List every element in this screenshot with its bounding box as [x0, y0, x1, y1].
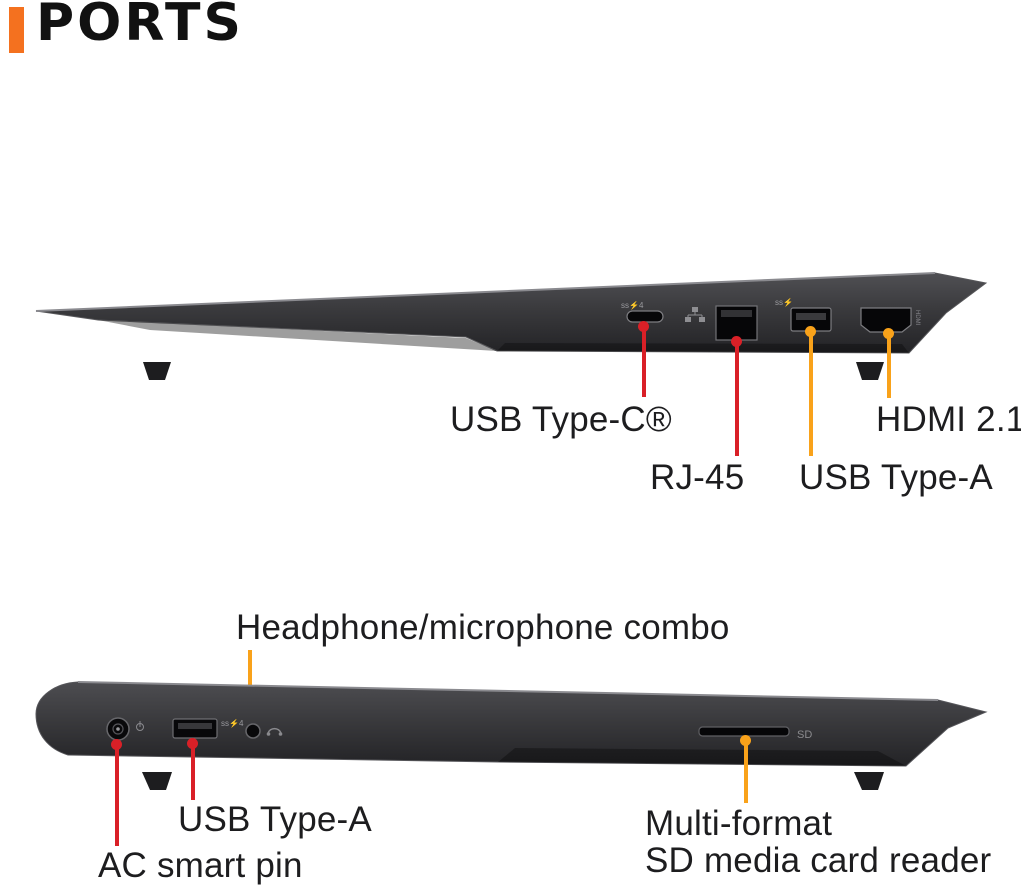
underside-shadow: [98, 320, 497, 351]
laptop-right-side-view: ss⚡4 ss⚡ HDMI: [35, 272, 988, 380]
usb-a-port: [172, 718, 218, 739]
ac-pin-port: [106, 717, 130, 741]
lid-edge-highlight: [77, 681, 939, 701]
usb-c-marking: ss⚡4: [621, 300, 644, 310]
usb-c-label: USB Type-C®: [450, 400, 672, 439]
ac-pin-callout-dot: [111, 739, 122, 750]
headphone-combo-callout-line: [248, 650, 252, 698]
hdmi-callout-dot: [883, 328, 894, 339]
rj45-callout-dot: [731, 336, 742, 347]
headset-icon: [266, 727, 283, 736]
laptop-foot: [856, 362, 884, 380]
accent-bar: [9, 7, 24, 53]
hdmi-callout-line: [887, 338, 891, 398]
usb-a-left-callout-dot: [187, 738, 198, 749]
sd-callout-dot: [740, 735, 751, 746]
usb-a-right-callout-dot: [805, 326, 816, 337]
laptop-body: [35, 272, 988, 354]
laptop-foot: [142, 772, 172, 790]
usb-a-marking: ss⚡: [775, 297, 793, 307]
page-title: PORTS: [36, 0, 244, 53]
laptop-foot: [854, 772, 884, 790]
hdmi-label: HDMI 2.1: [876, 400, 1021, 439]
sd-marking: SD: [797, 729, 812, 741]
ac-pin-label: AC smart pin: [98, 846, 303, 885]
ac-pin-callout-line: [115, 749, 119, 846]
rj45-port: [715, 305, 758, 341]
dc-in-icon: [136, 721, 144, 731]
usb-a-left-callout-line: [191, 748, 195, 800]
sd-label-line1: Multi-format: [645, 804, 833, 843]
usb-a-marking: ss⚡4: [221, 718, 244, 728]
underside-shadow: [498, 748, 906, 766]
headphone-combo-label: Headphone/microphone combo: [236, 608, 730, 647]
rj45-callout-line: [735, 346, 739, 456]
usb-a-right-label: USB Type-A: [799, 458, 993, 497]
laptop-left-side-view: ss⚡4 SD: [35, 681, 988, 790]
rj45-label: RJ-45: [650, 458, 745, 497]
hdmi-marking: HDMI: [914, 310, 920, 326]
sd-label-line2: SD media card reader: [645, 841, 992, 880]
ethernet-icon: [685, 307, 705, 322]
lid-edge-highlight: [35, 272, 936, 312]
sd-callout-line: [744, 745, 748, 803]
usb-c-callout-line: [642, 331, 646, 397]
headphone-jack-port: [245, 723, 261, 739]
hdmi-port: [860, 307, 912, 333]
usb-a-left-label: USB Type-A: [178, 800, 372, 839]
underside-shadow: [497, 343, 909, 353]
usb-a-right-callout-line: [809, 336, 813, 456]
usb-c-callout-dot: [638, 321, 649, 332]
laptop-foot: [143, 362, 171, 380]
